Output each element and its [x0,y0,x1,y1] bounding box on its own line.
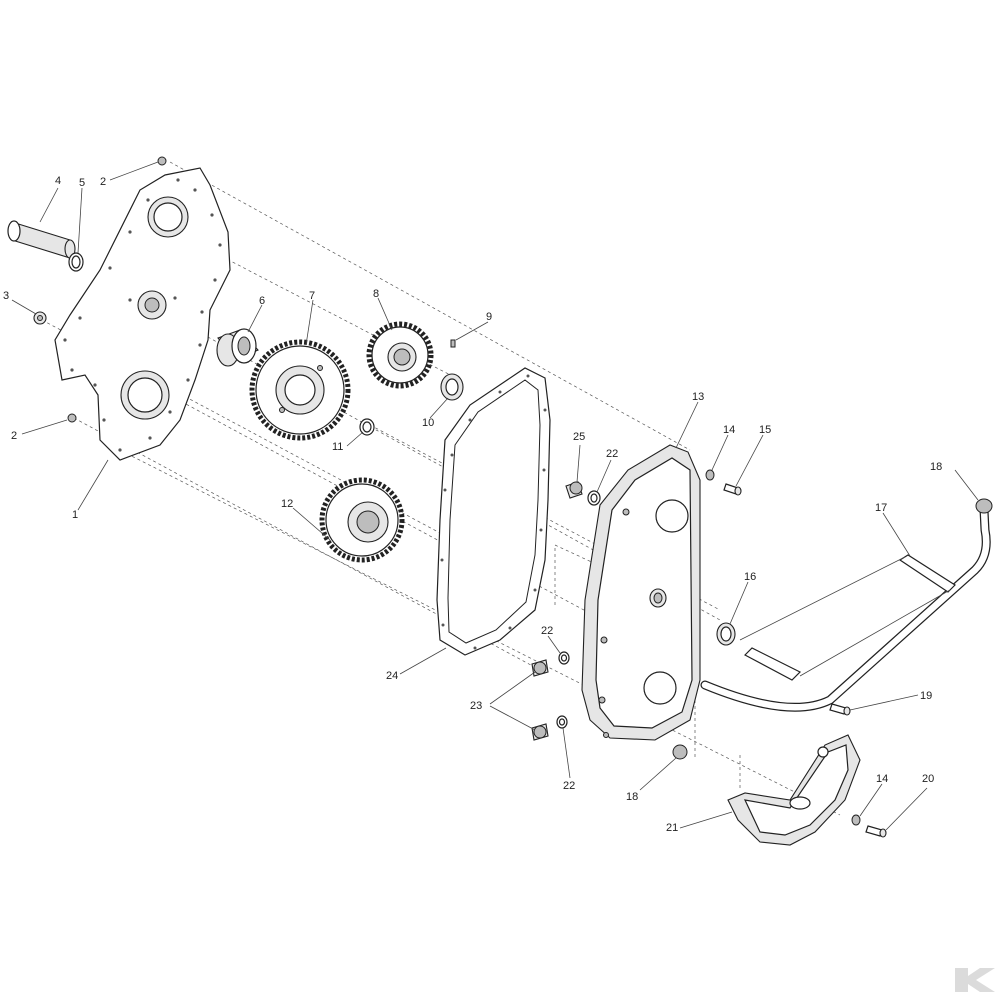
oring-part-11 [359,418,375,436]
label-6: 6 [259,295,265,307]
cap-part-18-bottom [672,744,688,760]
seal-part-16 [716,622,736,646]
bearing-part-6 [216,328,259,367]
bolt-part-15 [723,483,742,496]
gear-part-8 [366,321,434,389]
cap-part-18-top [975,498,993,514]
back-plate-part-1 [54,167,231,461]
label-18-bottom: 18 [626,791,638,803]
label-25: 25 [573,431,585,443]
nut-part-3 [33,311,47,325]
sleeve-part-4 [7,220,76,259]
label-10: 10 [422,417,434,429]
washer-part-22-bottom [556,715,568,729]
brand-watermark-logo [955,968,995,992]
label-19: 19 [920,690,932,702]
bolt-part-19 [829,703,851,716]
collar-part-10 [440,373,464,401]
bolt-part-20 [865,825,887,838]
pin-part-9 [450,339,456,348]
handle-bar-part-17 [700,505,991,712]
gasket-part-24 [436,367,551,656]
washer-part-14-bottom [851,814,861,826]
nut-part-2-top [157,156,167,166]
label-1: 1 [72,509,78,521]
label-14-top: 14 [723,424,735,436]
label-12: 12 [281,498,293,510]
washer-part-22-mid [558,651,570,665]
label-14-bottom: 14 [876,773,888,785]
plug-part-23-upper [531,659,549,677]
label-9: 9 [486,311,492,323]
label-2-top: 2 [100,176,106,188]
label-23: 23 [470,700,482,712]
plug-part-23-lower [531,723,549,741]
housing-cover-part-13 [581,444,701,741]
label-3: 3 [3,290,9,302]
gear-part-7 [249,339,351,441]
ring-part-5 [68,252,84,272]
label-22-bottom: 22 [563,780,575,792]
label-21: 21 [666,822,678,834]
label-7: 7 [309,290,315,302]
label-16: 16 [744,571,756,583]
label-18-top: 18 [930,461,942,473]
plug-part-25 [565,481,583,499]
label-13: 13 [692,391,704,403]
washer-part-14-top [705,469,715,481]
label-15: 15 [759,424,771,436]
label-leaders [11,161,979,831]
washer-part-22-top [587,490,601,506]
label-24: 24 [386,670,398,682]
label-17: 17 [875,502,887,514]
label-2-left: 2 [11,430,17,442]
part-number-labels: 4 5 2 3 6 7 8 9 10 11 2 1 12 13 14 15 25… [3,175,942,834]
label-22-top: 22 [606,448,618,460]
nut-part-2-left [67,413,77,423]
label-20: 20 [922,773,934,785]
label-22-mid: 22 [541,625,553,637]
label-5: 5 [79,177,85,189]
label-4: 4 [55,175,61,187]
label-11: 11 [332,441,343,453]
gear-part-12 [319,477,405,563]
label-8: 8 [373,288,379,300]
guard-part-21 [727,734,861,846]
